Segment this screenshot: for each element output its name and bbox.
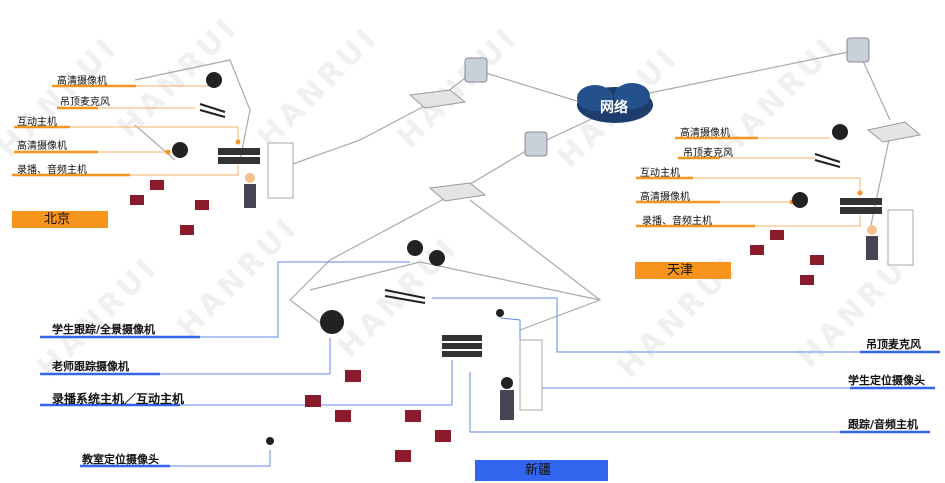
cloud-icon (577, 83, 653, 123)
bj-label-hd-camera-1: 高清摄像机 (57, 76, 107, 87)
tj-label-interactive-host: 互动主机 (640, 168, 680, 179)
mic-icons (199, 103, 841, 304)
camera-icons (172, 72, 848, 445)
tj-label-ceiling-mic: 吊顶麦克风 (683, 148, 733, 159)
bj-label-interactive-host: 互动主机 (17, 117, 57, 128)
orange-connectors (12, 84, 863, 228)
xj-label-recording-host: 录播系统主机／互动主机 (52, 392, 185, 406)
xj-label-tracking-audio-host: 跟踪/音频主机 (848, 418, 919, 431)
tj-label-recording-host: 录播、音频主机 (642, 216, 712, 227)
tj-label-hd-camera-1: 高清摄像机 (680, 128, 730, 139)
xj-label-student-tracking-camera: 学生跟踪/全景摄像机 (52, 323, 156, 336)
xj-label-ceiling-mic: 吊顶麦克风 (866, 338, 921, 351)
people-icons (130, 173, 878, 462)
site-tianjin: 天津 (635, 262, 731, 279)
tj-label-hd-camera-2: 高清摄像机 (640, 192, 690, 203)
host-device-icons (218, 148, 882, 357)
network-label: 网络 (600, 100, 628, 116)
xj-label-classroom-locating-camera: 教室定位摄像头 (82, 453, 159, 466)
bj-label-ceiling-mic: 吊顶麦克风 (60, 97, 110, 108)
xj-label-teacher-tracking-camera: 老师跟踪摄像机 (52, 360, 129, 373)
network-links (134, 49, 891, 331)
bj-label-hd-camera-2: 高清摄像机 (17, 141, 67, 152)
site-beijing: 北京 (12, 211, 108, 228)
xj-label-student-locating-camera: 学生定位摄像头 (848, 374, 925, 387)
whiteboard-icons (267, 142, 914, 411)
bj-label-recording-host: 录播、音频主机 (17, 165, 87, 176)
router-icons (408, 89, 922, 202)
site-xinjiang: 新疆 (475, 460, 608, 481)
switch-icons (464, 37, 870, 157)
blue-connectors (40, 261, 940, 468)
